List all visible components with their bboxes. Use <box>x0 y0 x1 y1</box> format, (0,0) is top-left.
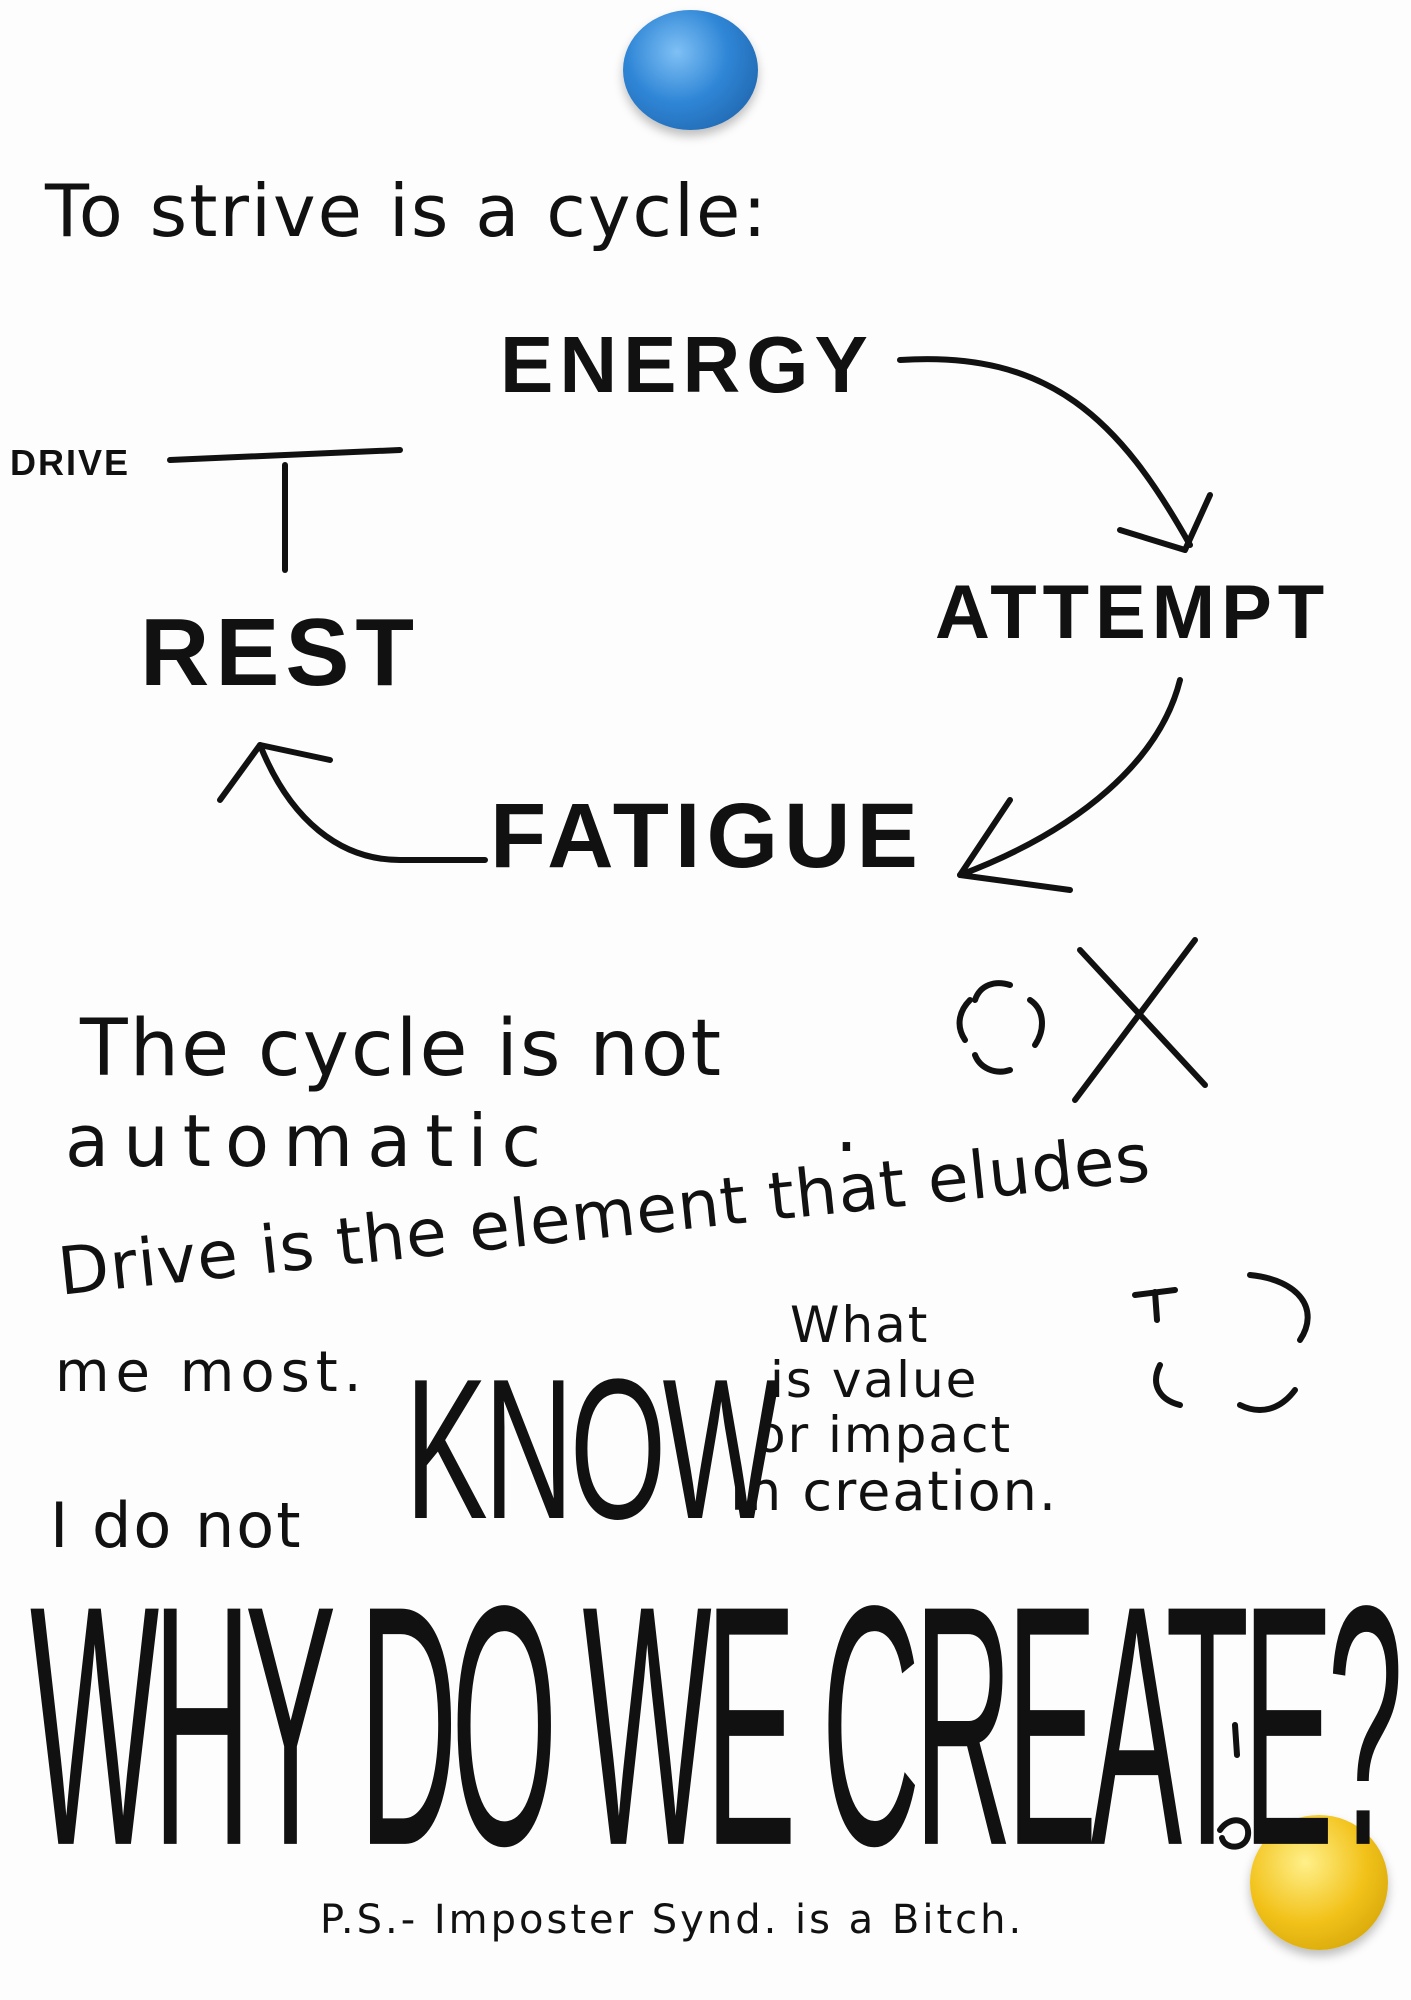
line-i-do-not: I do not <box>50 1489 303 1562</box>
x-stroke-2 <box>1072 937 1198 1103</box>
drive-line <box>167 447 403 463</box>
line-cycle-not: The cycle is not <box>80 1004 724 1094</box>
arrow-fatigue-rest <box>257 742 488 863</box>
cycle-drive: DRIVE <box>10 442 131 483</box>
cycle-fatigue: FATIGUE <box>490 785 924 887</box>
question-impact: or impact <box>755 1406 1013 1464</box>
question-value: is value <box>770 1351 979 1409</box>
title: To strive is a cycle: <box>45 169 769 253</box>
arrow-attempt-fatigue <box>957 677 1183 878</box>
arrow-energy-attempt <box>897 356 1193 548</box>
ps-note: P.S.- Imposter Synd. is a Bitch. <box>320 1897 1025 1943</box>
yellow-magnet <box>1250 1815 1388 1950</box>
cycle-rest: REST <box>140 599 421 706</box>
arrowhead-energy-attempt <box>1117 492 1213 553</box>
line-automatic: automatic <box>65 1099 556 1183</box>
question-what: What <box>790 1296 930 1354</box>
exclamation-mark <box>1217 1722 1252 1850</box>
cycle-energy: ENERGY <box>500 320 874 409</box>
big-question: WHY DO WE CREATE? <box>30 1534 1403 1917</box>
arrowhead-attempt-fatigue <box>957 797 1073 893</box>
question-creation: in creation. <box>730 1460 1059 1523</box>
line-me-most: me most. <box>55 1340 368 1405</box>
arrowhead-fatigue-rest <box>217 742 333 803</box>
recycle-icon-2 <box>1132 1272 1311 1413</box>
cycle-attempt: ATTEMPT <box>935 570 1331 655</box>
recycle-icon-1 <box>956 980 1045 1075</box>
word-know: KNOW <box>405 1338 780 1561</box>
blue-magnet <box>623 10 758 130</box>
x-stroke-1 <box>1077 947 1208 1088</box>
line-period: . <box>835 1084 860 1168</box>
